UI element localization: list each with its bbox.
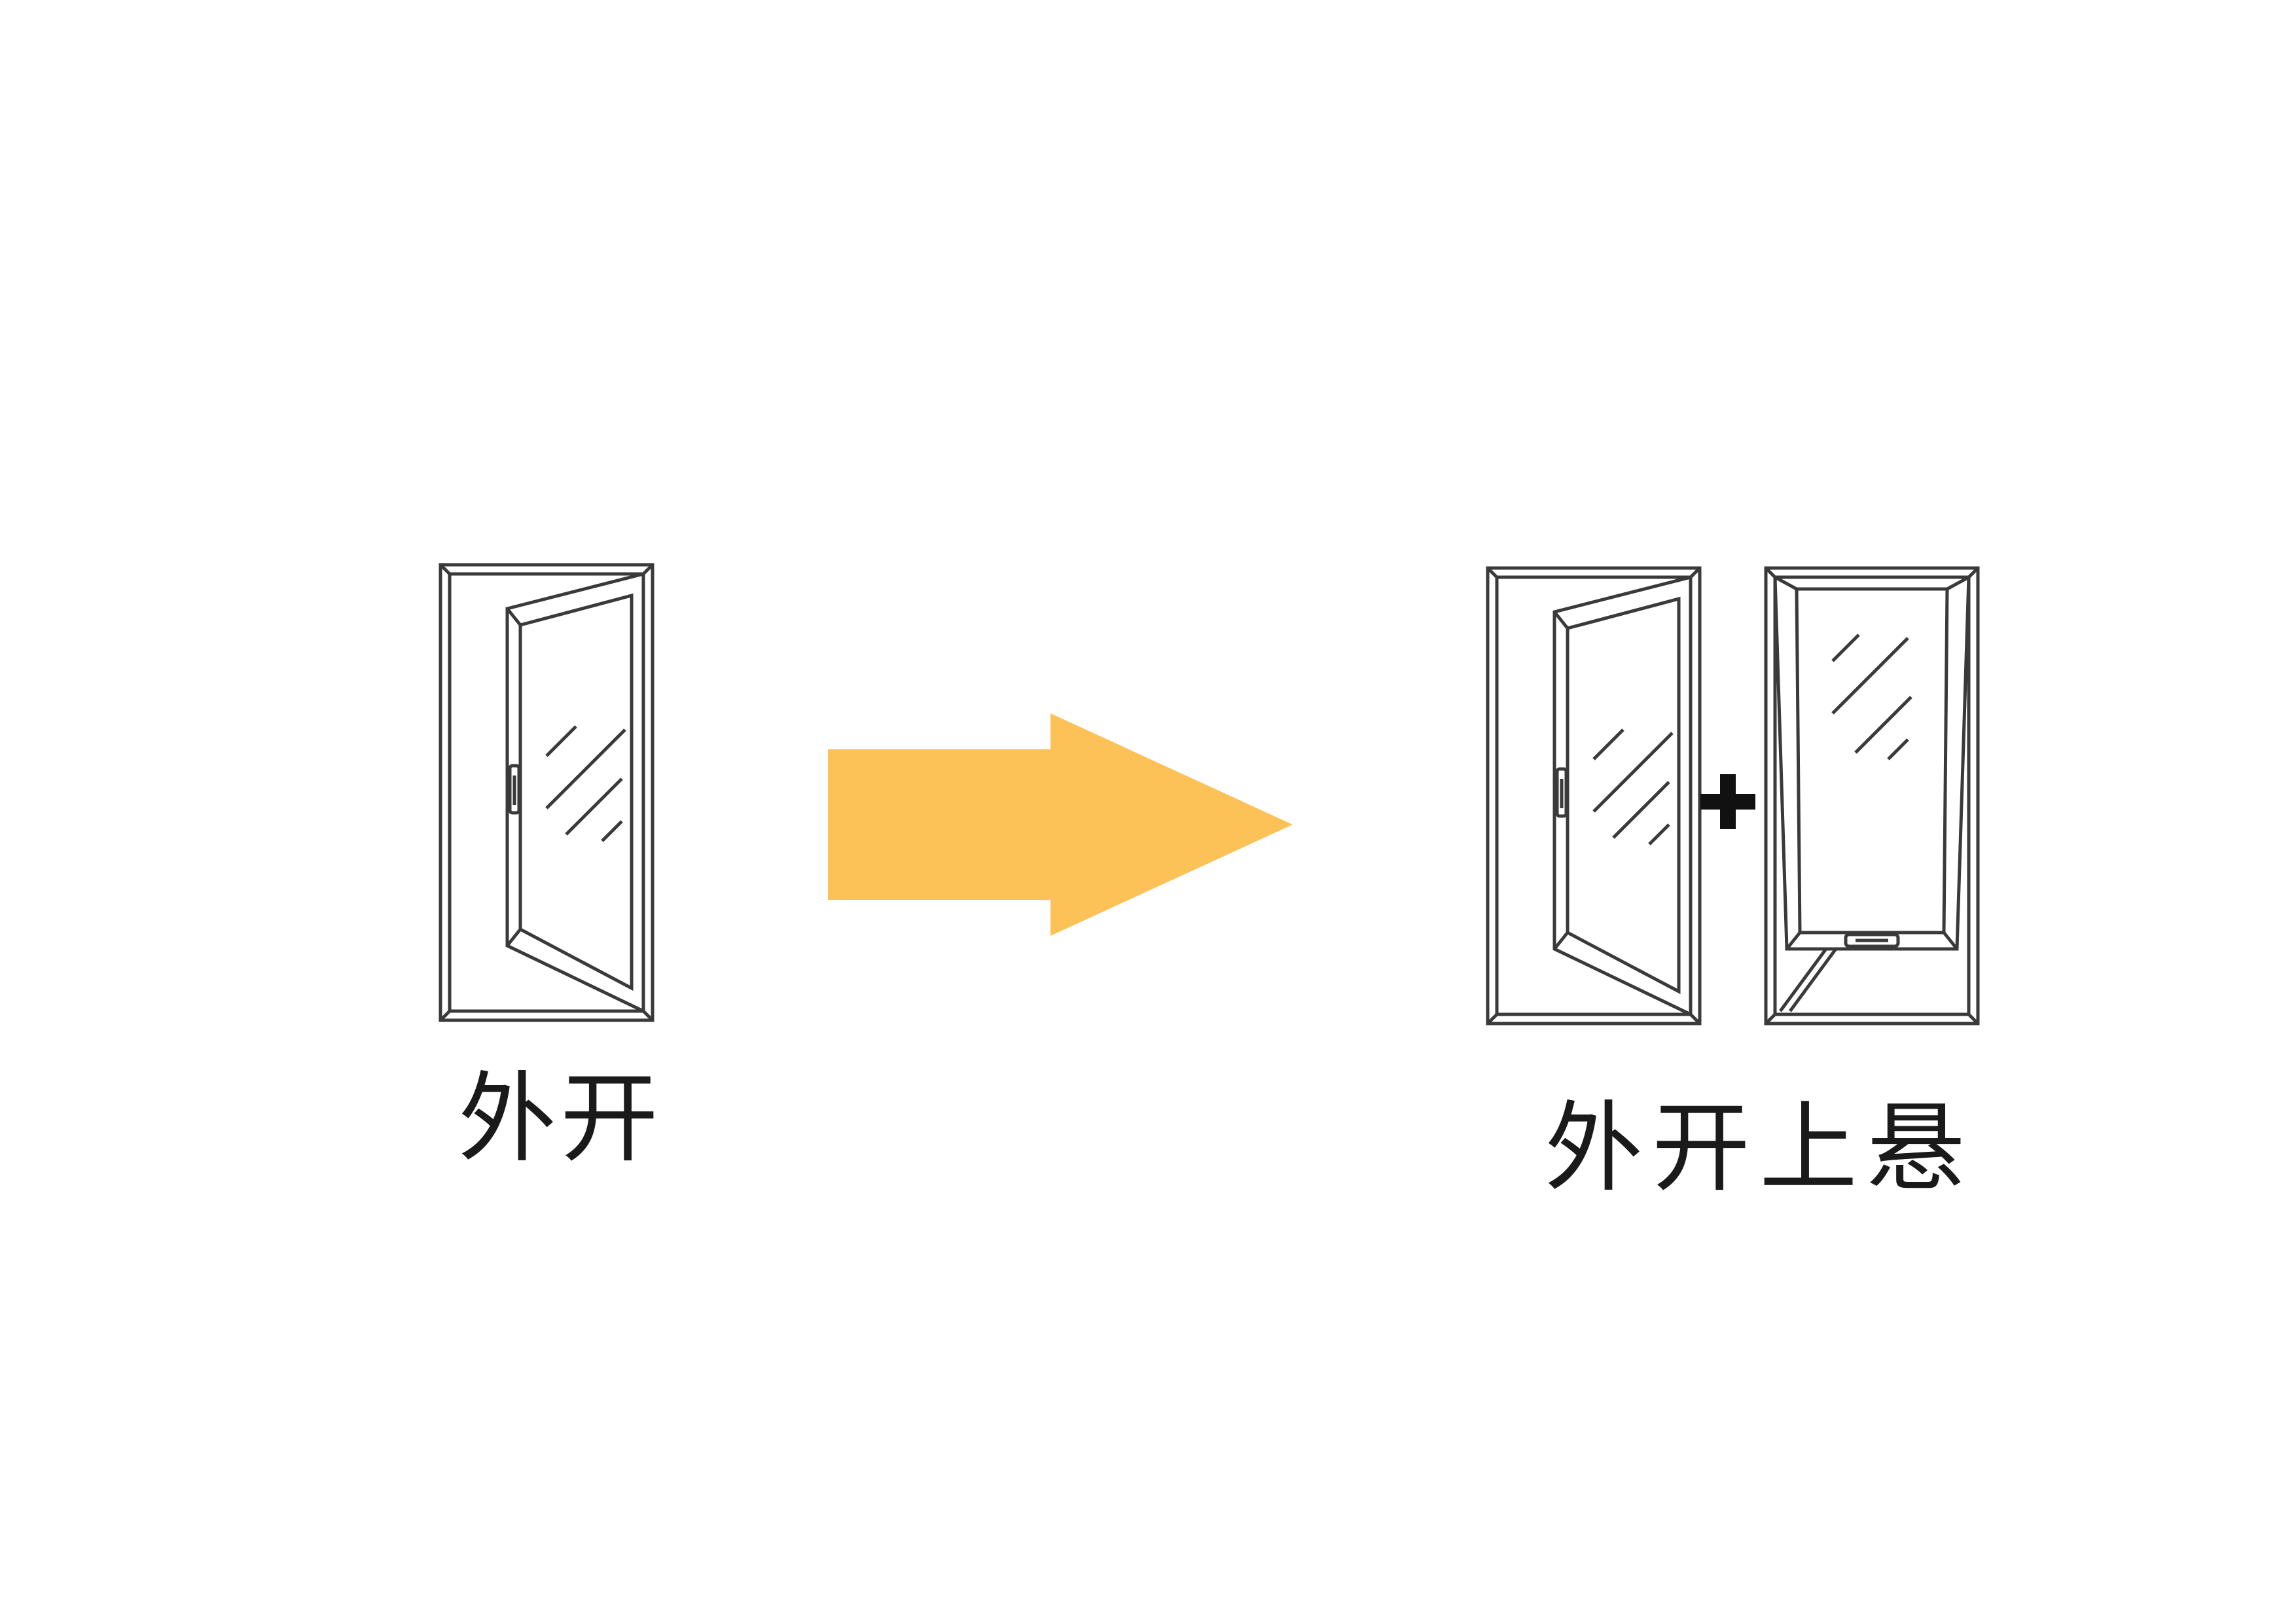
casement-window-outward-icon [1486, 566, 1702, 1026]
caption-outward-top-hung: 外开上悬 [1545, 1092, 1975, 1205]
right-arrow-icon [828, 713, 1293, 936]
top-hung-window-icon [1764, 566, 1980, 1026]
caption-outward-casement: 外开 [458, 1062, 663, 1176]
plus-icon [1700, 774, 1755, 829]
casement-window-outward-icon [439, 563, 655, 1022]
